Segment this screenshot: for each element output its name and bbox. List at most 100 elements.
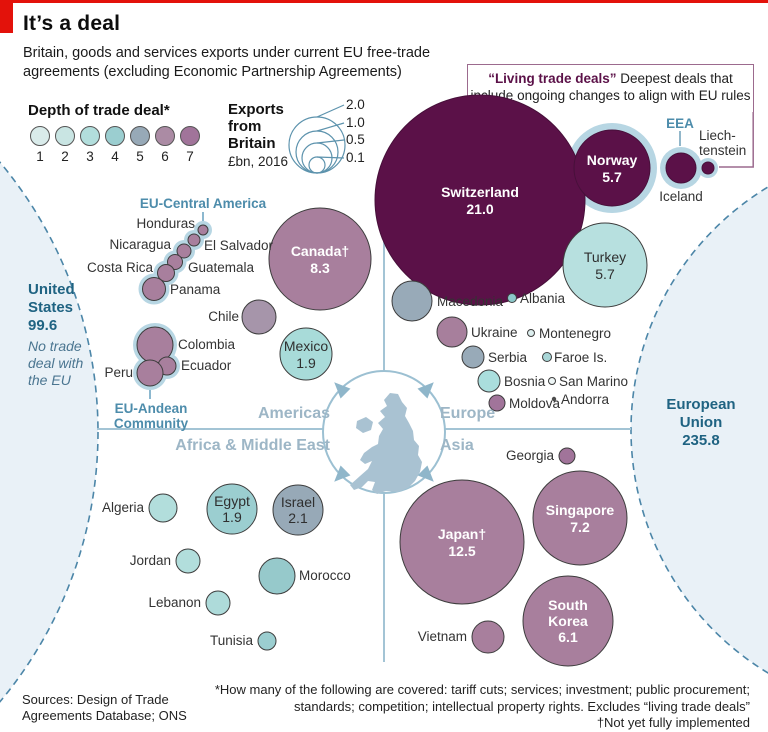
bubble-morocco [258, 557, 296, 595]
bubble-turkey [562, 222, 648, 308]
bubble-label-costa-rica: Costa Rica [87, 260, 154, 275]
bubble-el-salvador [187, 233, 201, 247]
bubble-south-korea [522, 575, 614, 667]
footnote-2: standards; competition; intellectual pro… [294, 698, 750, 714]
bubble-macedonia [391, 280, 433, 322]
depth-swatch-number: 6 [161, 149, 169, 164]
size-leader-1.0 [316, 122, 345, 132]
arrow-southeast-icon [417, 465, 434, 482]
bubble-label-ukraine: Ukraine [471, 325, 518, 340]
bubble-label-panama: Panama [170, 282, 221, 297]
size-circle-0.1 [308, 156, 326, 174]
bubble-label-algeria: Algeria [102, 500, 145, 515]
depth-swatch-circle [155, 126, 175, 146]
depth-swatch-circle [105, 126, 125, 146]
bubble-label-montenegro: Montenegro [539, 326, 611, 341]
northern-ireland-map [356, 417, 373, 433]
size-value-0.5: 0.5 [346, 132, 365, 147]
bubble-mexico [279, 327, 333, 381]
bubble-jordan [175, 548, 201, 574]
depth-swatch-4: 4 [103, 126, 127, 164]
size-title-2: from [228, 118, 262, 135]
depth-swatch-5: 5 [128, 126, 152, 164]
bubble-peru [136, 359, 164, 387]
footnote-3: †Not yet fully implemented [596, 715, 750, 730]
bubble-nicaragua [176, 243, 192, 259]
bubble-switzerland [374, 94, 586, 306]
bubble-label-el-salvador: El Salvador [204, 238, 274, 253]
bubble-andorra [551, 396, 557, 402]
bubble-label-macedonia: Macedonia [437, 294, 504, 309]
living-trade-deals-callout: “Living trade deals” Deepest deals that … [467, 64, 754, 112]
quadrant-label-europe: Europe [440, 405, 496, 422]
top-rule-red [0, 0, 768, 3]
quadrant-label-africa-middle-east: Africa & Middle East [175, 437, 330, 454]
bubble-label-iceland: Iceland [659, 189, 703, 204]
depth-swatch-circle [180, 126, 200, 146]
economist-red-tab [0, 0, 13, 33]
bubble-label-tunisia: Tunisia [210, 633, 254, 648]
depth-swatch-1: 1 [28, 126, 52, 164]
size-legend-unit: £bn, 2016 [228, 154, 289, 169]
sources-line1: Sources: Design of Trade [22, 692, 169, 707]
eu-bloc-label: European Union 235.8 [652, 396, 750, 450]
bubble-label-vietnam: Vietnam [418, 629, 467, 644]
bubble-label-canada: Canada†8.3 [291, 243, 349, 276]
depth-swatch-2: 2 [53, 126, 77, 164]
bubble-label-jordan: Jordan [130, 553, 171, 568]
depth-swatch-circle [130, 126, 150, 146]
eu-name: European Union [666, 396, 736, 431]
bubble-costa-rica [157, 264, 175, 282]
bubble-label-morocco: Morocco [299, 568, 351, 583]
bubble-tunisia [257, 631, 277, 651]
bubble-moldova [488, 394, 506, 412]
footnotes: *How many of the following are covered: … [170, 682, 750, 732]
depth-swatch-3: 3 [78, 126, 102, 164]
living-box-rest2: include ongoing changes to align with EU… [470, 88, 751, 103]
bubble-faroe [542, 352, 552, 362]
depth-legend-title: Depth of trade deal* [28, 102, 170, 119]
bubble-label-san-marino: San Marino [559, 374, 628, 389]
bubble-label-ecuador: Ecuador [181, 358, 232, 373]
andean-line2: Community [113, 416, 189, 431]
subtitle-line1: Britain, goods and services exports unde… [23, 45, 431, 61]
footnote-1: *How many of the following are covered: … [214, 682, 750, 697]
bubble-label-liechtenstein: Liech-tenstein [699, 128, 746, 158]
group-label-eu-central-america: EU-Central America [139, 196, 267, 211]
bubble-serbia [461, 345, 485, 369]
us-name-1: United [28, 281, 75, 298]
bubble-israel [272, 484, 324, 536]
bubble-georgia [558, 447, 576, 465]
bubble-label-guatemala: Guatemala [188, 260, 255, 275]
eu-value: 235.8 [682, 432, 720, 449]
us-value: 99.6 [28, 317, 58, 334]
arrow-northeast-icon [417, 382, 434, 399]
bubble-panama [142, 277, 166, 301]
us-bloc-label: United States 99.6 No trade deal with th… [28, 281, 108, 389]
size-value-1.0: 1.0 [346, 115, 365, 130]
andean-line1: EU-Andean [114, 401, 188, 416]
arrow-southwest-icon [334, 465, 351, 482]
bubble-bosnia [477, 369, 501, 393]
depth-swatch-7: 7 [178, 126, 202, 164]
size-leader-0.5 [316, 139, 345, 144]
depth-swatch-circle [80, 126, 100, 146]
bubble-label-honduras: Honduras [136, 216, 195, 231]
depth-swatch-number: 5 [136, 149, 144, 164]
size-scale-circles-icon: 2.01.00.50.1 [288, 98, 365, 174]
quadrant-label-asia: Asia [440, 437, 474, 454]
depth-swatch-6: 6 [153, 126, 177, 164]
sources: Sources: Design of Trade Agreements Data… [22, 692, 187, 724]
sources-line2: Agreements Database; ONS [22, 708, 187, 723]
bubble-chile [241, 299, 277, 335]
size-leader-0.1 [316, 156, 345, 159]
depth-swatch-number: 1 [36, 149, 44, 164]
quadrant-label-americas: Americas [257, 405, 330, 422]
